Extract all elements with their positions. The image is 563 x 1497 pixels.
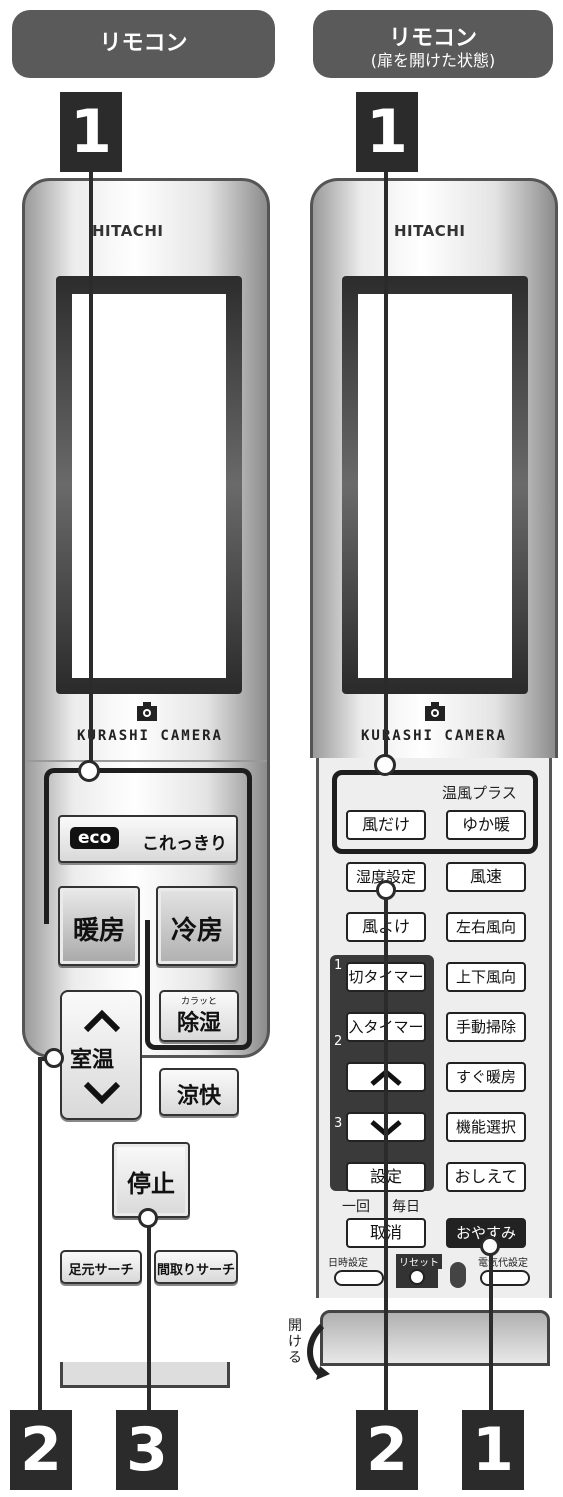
right-camera-label: KURASHI CAMERA <box>360 728 507 744</box>
callout-dot-left-3 <box>138 1208 158 1228</box>
callout-right-1-top: 1 <box>356 92 418 172</box>
callout-dot-left-2 <box>44 1048 64 1068</box>
denkidai-settei-button[interactable] <box>480 1270 530 1286</box>
ashimoto-label: 足元サーチ <box>68 1263 134 1278</box>
jouge-fuukou-button[interactable]: 上下風向 <box>446 962 526 992</box>
nichiji-settei-label: 日時設定 <box>328 1258 368 1269</box>
led-indicator <box>450 1262 466 1288</box>
reibou-label: 冷房 <box>170 916 223 946</box>
teishi-label: 停止 <box>127 1170 175 1198</box>
onpu-plus-label: 温風プラス <box>442 784 517 802</box>
callout-left-1: 1 <box>60 92 122 172</box>
right-brand: HITACHI <box>394 222 466 240</box>
sayuu-fuukou-button[interactable]: 左右風向 <box>446 912 526 942</box>
madori-label: 間取りサーチ <box>156 1263 235 1278</box>
left-mode-group-frame-lower <box>145 920 252 1050</box>
callout-left-3: 3 <box>116 1410 178 1490</box>
shitsuon-label: 室温 <box>70 1048 115 1073</box>
mainichi-label: 毎日 <box>392 1199 420 1215</box>
sugu-danbou-button[interactable]: すぐ暖房 <box>446 1062 526 1092</box>
reibou-button[interactable]: 冷房 <box>156 886 238 966</box>
callout-line-right-1b <box>489 1244 493 1420</box>
left-camera-icon <box>137 702 157 721</box>
joshitsu-button[interactable]: カラッと 除湿 <box>159 990 239 1042</box>
yukadan-button[interactable]: ゆか暖 <box>446 810 526 840</box>
fuusoku-button[interactable]: 風速 <box>446 862 526 892</box>
ryoukai-label: 涼快 <box>176 1084 221 1109</box>
eco-logo: eco <box>70 827 120 849</box>
korekkiri-label: これっきり <box>142 834 227 854</box>
reset-label: リセット <box>396 1254 442 1269</box>
group-2-label: 2 <box>334 1034 343 1049</box>
madori-search-button[interactable]: 間取りサーチ <box>154 1250 238 1284</box>
shitsuon-rocker[interactable]: 室温 <box>60 990 142 1120</box>
callout-line-left-3 <box>147 1216 151 1416</box>
open-arrow-icon <box>307 1323 330 1380</box>
denkidai-settei-label: 電気代設定 <box>478 1258 528 1269</box>
callout-line-left-1 <box>89 168 93 772</box>
teishi-button[interactable]: 停止 <box>112 1142 190 1218</box>
right-camera-icon <box>425 702 445 721</box>
left-bottom-clip <box>60 1362 230 1388</box>
callout-right-1-bottom: 1 <box>462 1410 524 1490</box>
kinou-sentaku-button[interactable]: 機能選択 <box>446 1112 526 1142</box>
eco-korekkiri-button[interactable]: eco これっきり <box>58 815 238 863</box>
right-bottom-flap <box>320 1310 550 1366</box>
callout-dot-left-1 <box>78 760 100 782</box>
callout-line-right-2 <box>384 890 388 1420</box>
left-screen <box>72 294 226 678</box>
nichiji-settei-button[interactable] <box>334 1270 384 1286</box>
joshitsu-label: 除湿 <box>176 1011 221 1036</box>
group-3-label: 3 <box>334 1116 343 1131</box>
left-brand: HITACHI <box>92 222 164 240</box>
right-header: リモコン (扉を開けた状態) <box>313 10 553 78</box>
callout-line-right-1 <box>384 168 388 764</box>
callout-right-2: 2 <box>356 1410 418 1490</box>
onpu-plus-group <box>332 770 538 854</box>
ashimoto-search-button[interactable]: 足元サーチ <box>60 1250 142 1284</box>
left-lower-panel <box>25 760 267 1010</box>
callout-dot-right-1 <box>374 754 396 776</box>
callout-left-2: 2 <box>10 1410 72 1490</box>
reset-button[interactable] <box>409 1269 425 1285</box>
ikkai-label: 一回 <box>342 1199 370 1215</box>
callout-dot-right-1b <box>480 1236 500 1256</box>
temp-up-icon[interactable] <box>82 1008 122 1034</box>
karatto-label: カラッと <box>180 997 217 1007</box>
left-mode-group-frame <box>44 768 252 924</box>
callout-dot-right-2 <box>376 880 396 900</box>
callout-line-left-2 <box>38 1057 42 1417</box>
right-screen <box>358 294 512 678</box>
danbou-label: 暖房 <box>72 916 125 946</box>
akeru-label: 開ける <box>288 1318 302 1366</box>
kazedake-button[interactable]: 風だけ <box>346 810 426 840</box>
left-camera-label: KURASHI CAMERA <box>76 728 223 744</box>
oshiete-button[interactable]: おしえて <box>446 1162 526 1192</box>
group-1-label: 1 <box>334 958 343 973</box>
ryoukai-button[interactable]: 涼快 <box>159 1068 239 1116</box>
temp-down-icon[interactable] <box>82 1080 122 1106</box>
left-header: リモコン <box>12 10 275 78</box>
danbou-button[interactable]: 暖房 <box>58 886 140 966</box>
shudou-souji-button[interactable]: 手動掃除 <box>446 1012 526 1042</box>
